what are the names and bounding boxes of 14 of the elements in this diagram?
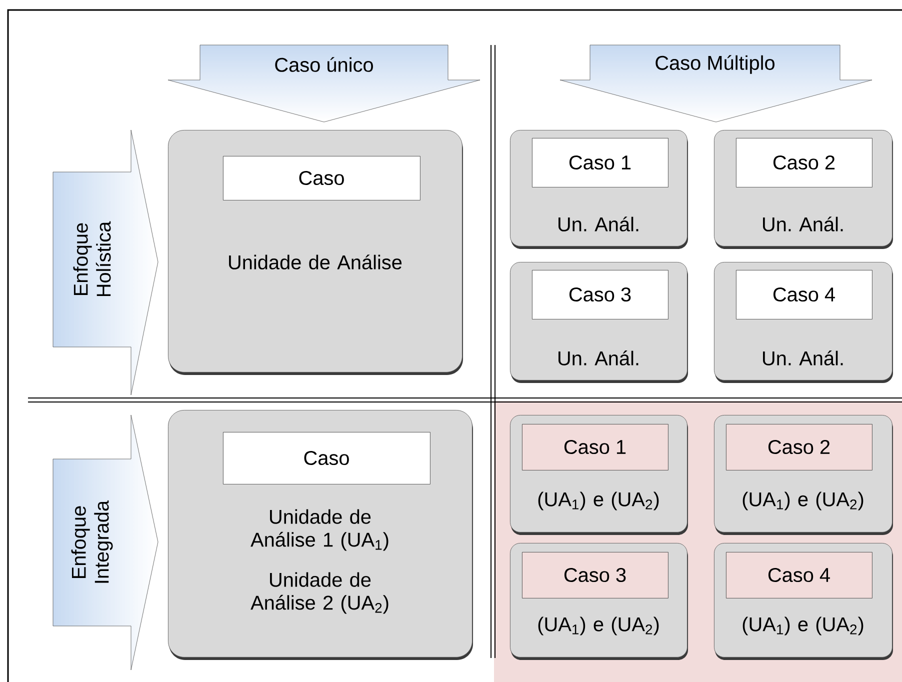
column-banner: Caso Múltiplo [560, 44, 872, 122]
case-label-box: Caso 3 [522, 552, 668, 598]
case-label-box: Caso 4 [726, 552, 872, 598]
column-banner: Caso único [168, 44, 480, 122]
case-label-box: Caso [223, 432, 430, 484]
case-label-box: Caso 2 [726, 424, 872, 470]
case-label-box: Caso 1 [532, 138, 668, 188]
case-label-box: Caso 3 [532, 270, 668, 320]
case-label-box: Caso 1 [522, 424, 668, 470]
case-label-box: Caso 2 [736, 138, 872, 188]
case-label-box: Caso [223, 156, 420, 200]
row-banner: Enfoque Integrada [52, 414, 158, 670]
row-banner: Enfoque Holística [52, 130, 158, 396]
case-label-box: Caso 4 [736, 270, 872, 320]
